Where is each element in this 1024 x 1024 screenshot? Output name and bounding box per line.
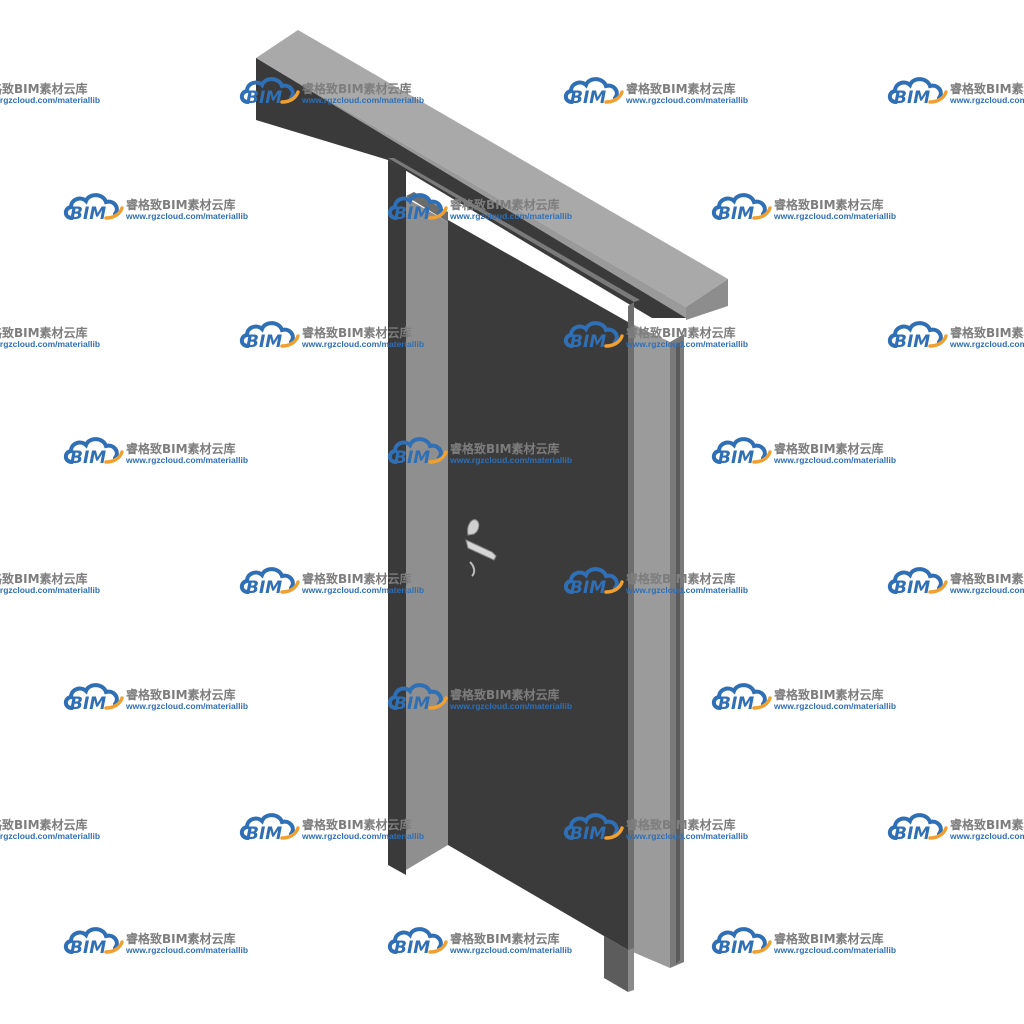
door-foot-front [604,936,628,992]
header-beam-underside [256,58,686,318]
header-beam [256,30,728,320]
header-beam-end [686,279,728,320]
header-beam-lower-edge [388,158,640,302]
header-beam-top [256,30,728,307]
right-jamb-front [628,322,670,968]
right-jamb-inner [628,302,634,960]
left-jamb-front [406,198,448,870]
door-foot-side [628,948,634,992]
left-jamb-dark [388,160,406,875]
door-slab [448,220,628,950]
right-jamb-edge [676,342,680,964]
door-handle [465,519,497,577]
